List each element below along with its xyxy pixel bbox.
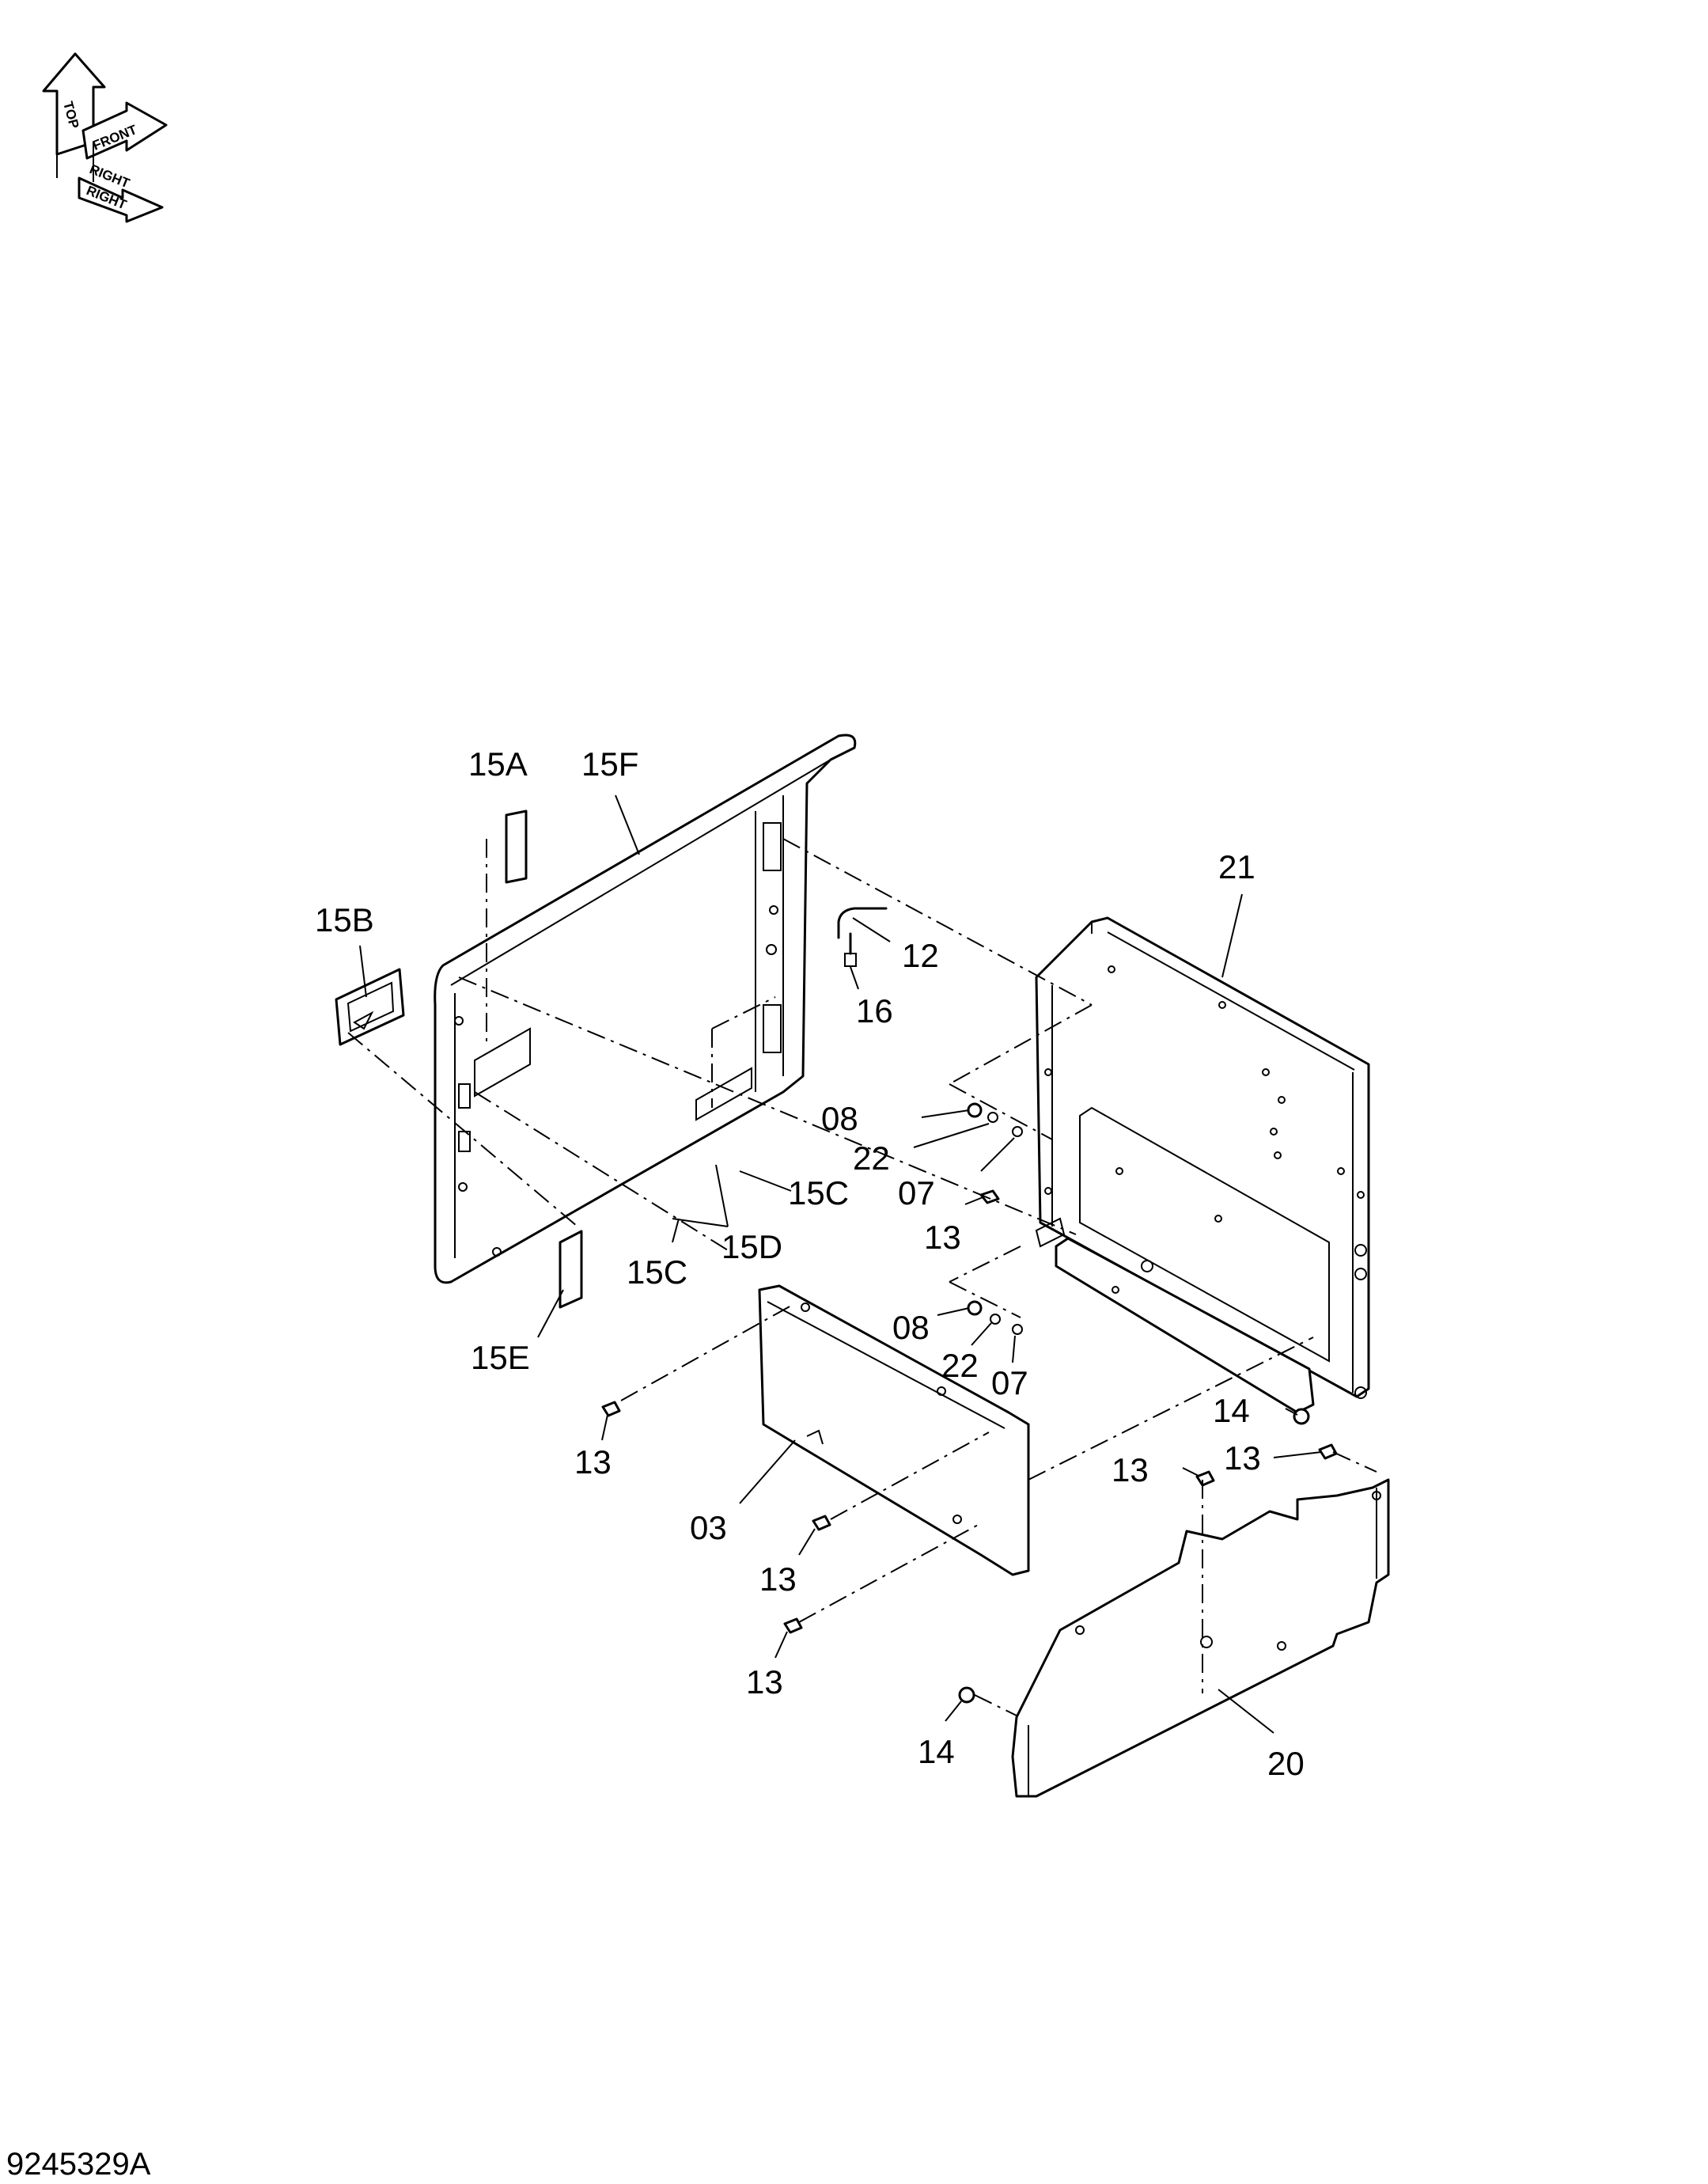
callout-15B: 15B: [315, 901, 374, 938]
callout-13-bottom: 13: [746, 1663, 783, 1701]
callout-15E: 15E: [471, 1339, 530, 1376]
callout-20: 20: [1267, 1745, 1305, 1782]
assembly-lines: [347, 838, 1377, 1716]
plate-15B: [335, 968, 405, 1046]
direction-indicator: TOP FRONT RIGHT RIGHT: [42, 52, 168, 223]
label-15E: [559, 1230, 583, 1309]
callout-03: 03: [690, 1509, 727, 1546]
callout-14-lower: 14: [918, 1733, 955, 1770]
callout-22-upper: 22: [853, 1139, 890, 1177]
callout-16: 16: [856, 992, 893, 1029]
callout-15D: 15D: [721, 1228, 782, 1265]
label-15A: [505, 810, 528, 884]
callout-21: 21: [1218, 848, 1255, 885]
callout-labels: 15A 15F 15B 12 16 21 08 22 07 15C 13 15D…: [315, 745, 1305, 1782]
callout-13-middle: 13: [759, 1560, 797, 1598]
callout-22-lower: 22: [941, 1347, 979, 1384]
callout-12: 12: [902, 937, 939, 974]
callout-15C-lower: 15C: [627, 1253, 687, 1291]
callout-15A: 15A: [468, 745, 528, 783]
hardware: [601, 907, 1338, 1704]
callout-13-left: 13: [574, 1443, 612, 1481]
callout-15F: 15F: [581, 745, 638, 783]
drawing-code: 9245329A: [6, 2147, 151, 2182]
callout-07-lower: 07: [991, 1364, 1028, 1401]
callout-13-right: 13: [1112, 1451, 1149, 1488]
leader-lines: [359, 794, 1322, 1734]
cover-20: [1011, 1478, 1390, 1798]
callout-15C-right: 15C: [788, 1174, 849, 1211]
callout-08-upper: 08: [821, 1100, 858, 1137]
panel-15F: [434, 734, 857, 1284]
callout-13-upper: 13: [924, 1219, 961, 1256]
callout-13-far-right: 13: [1224, 1439, 1261, 1477]
callout-08-lower: 08: [892, 1309, 930, 1346]
callout-14-upper: 14: [1213, 1392, 1250, 1429]
callout-07-upper: 07: [898, 1174, 935, 1211]
